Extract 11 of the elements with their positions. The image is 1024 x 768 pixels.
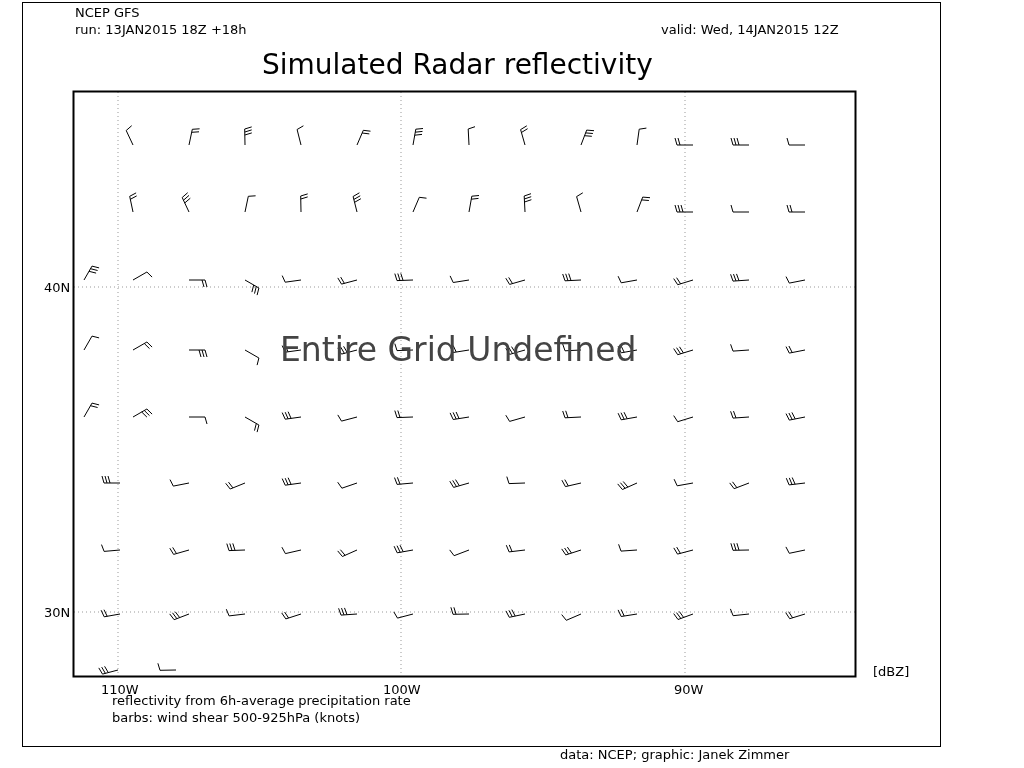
unit-label: [dBZ] (873, 664, 910, 679)
axis-label: 90W (674, 682, 704, 697)
valid-text: valid: Wed, 14JAN2015 12Z (661, 22, 839, 37)
axis-label: 40N (44, 280, 71, 295)
axis-label: 30N (44, 605, 71, 620)
overlay-text: Entire Grid Undefined (280, 330, 637, 370)
header-text: NCEP GFS (75, 5, 140, 20)
credit-text: data: NCEP; graphic: Janek Zimmer (560, 747, 790, 762)
run-text: run: 13JAN2015 18Z +18h (75, 22, 247, 37)
note-text: barbs: wind shear 500-925hPa (knots) (112, 710, 361, 725)
chart-title: Simulated Radar reflectivity (262, 48, 653, 82)
